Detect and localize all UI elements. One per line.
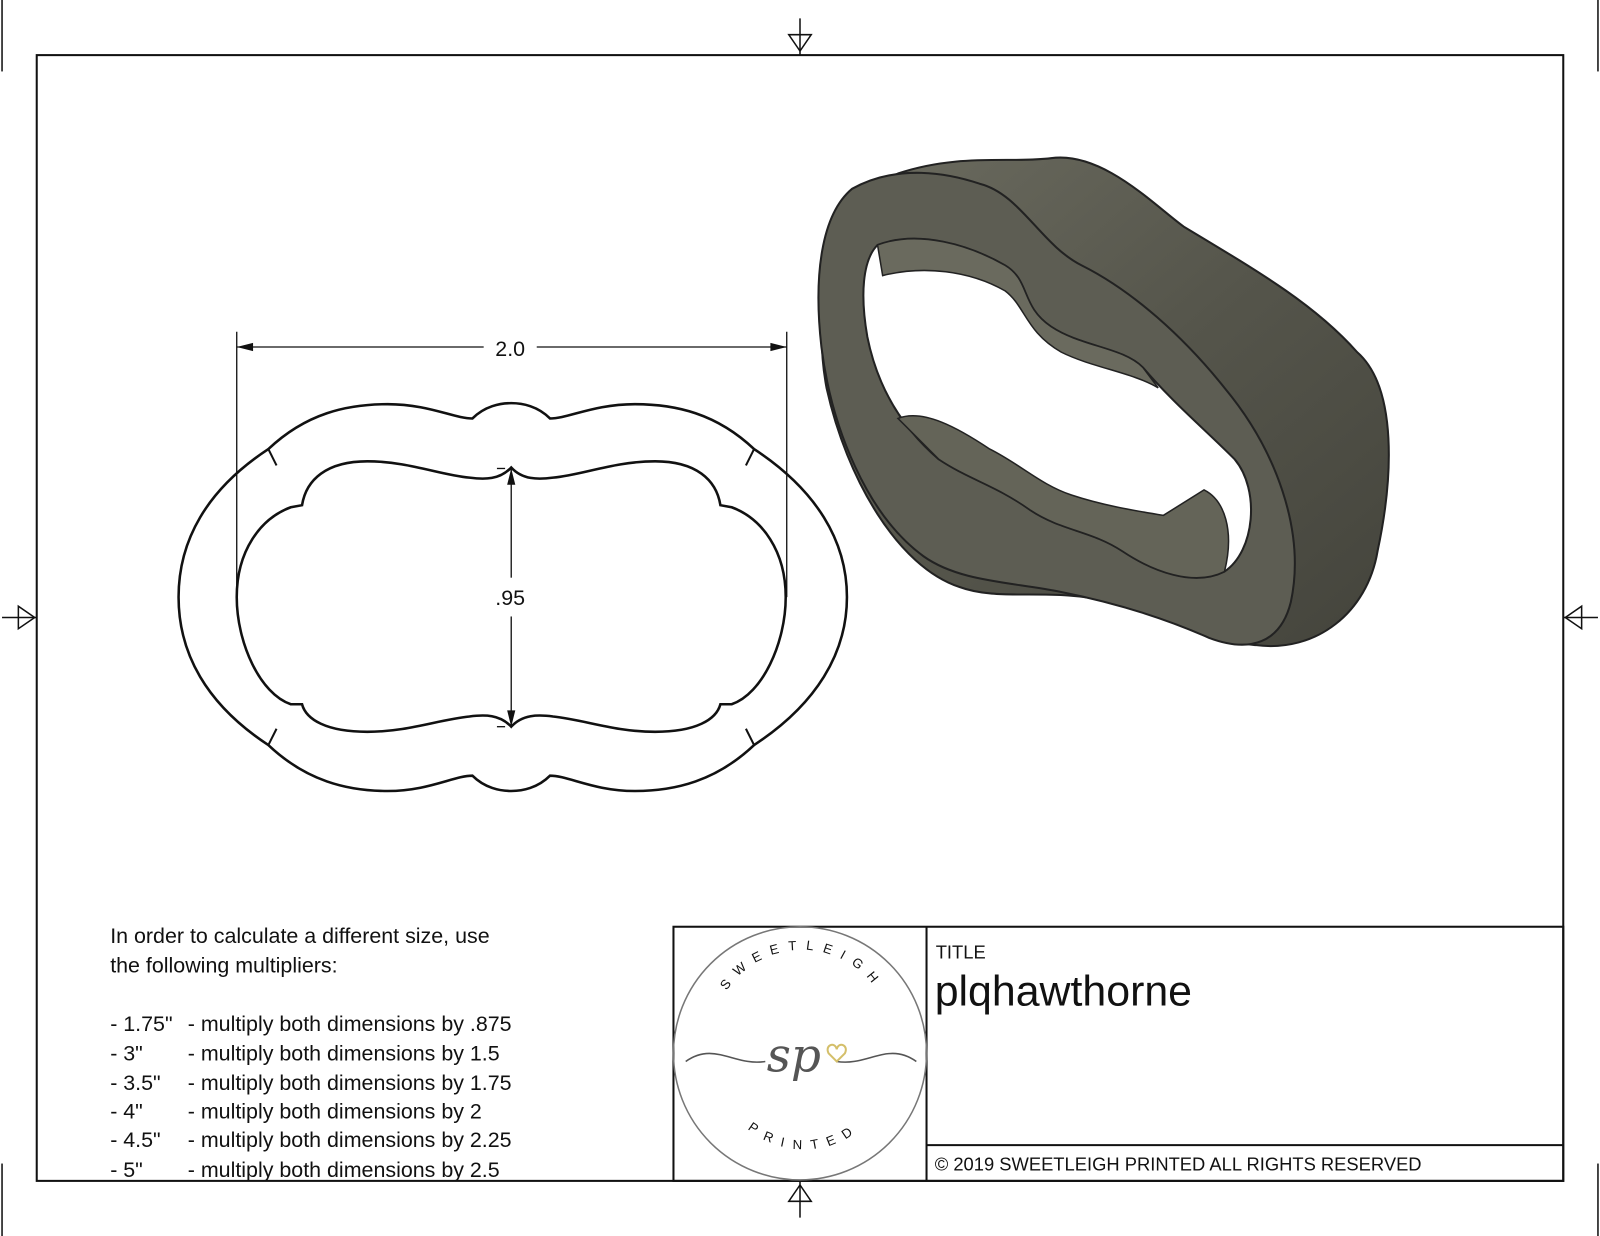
title-label: TITLE	[936, 941, 986, 962]
instructions-line-2: the following multipliers:	[110, 954, 337, 978]
svg-text:PRINTED: PRINTED	[746, 1119, 863, 1152]
logo-top-text: SWEETLEIGH	[717, 938, 878, 993]
multiplier-size: - 4.5"	[110, 1128, 160, 1152]
multiplier-text: - multiply both dimensions by 2.5	[188, 1158, 500, 1182]
multiplier-text: - multiply both dimensions by .875	[188, 1012, 512, 1036]
multiplier-size: - 5"	[110, 1158, 143, 1182]
multiplier-size: - 3.5"	[110, 1071, 160, 1095]
multiplier-size: - 3"	[110, 1041, 143, 1065]
heart-icon	[826, 1043, 847, 1063]
multiplier-text: - multiply both dimensions by 2.25	[188, 1128, 512, 1152]
sweetleigh-printed-logo: SWEETLEIGH PRINTED sp	[672, 925, 928, 1181]
drawing-title: plqhawthorne	[935, 967, 1192, 1015]
dimension-width: 2.0	[236, 331, 788, 598]
width-dimension-label: 2.0	[495, 337, 525, 361]
height-dimension-label: .95	[495, 586, 525, 610]
logo-bottom-text: PRINTED	[746, 1119, 854, 1152]
multiplier-size: - 1.75"	[110, 1012, 172, 1036]
multiplier-text: - multiply both dimensions by 1.75	[188, 1071, 512, 1095]
multiplier-text: - multiply both dimensions by 2	[188, 1100, 482, 1124]
size-instructions: In order to calculate a different size, …	[110, 924, 511, 1182]
cookie-cutter-3d-render	[817, 156, 1390, 648]
multiplier-list: - 1.75" - multiply both dimensions by .8…	[110, 1012, 511, 1182]
logo-monogram: sp	[767, 1029, 821, 1084]
copyright-notice: © 2019 SWEETLEIGH PRINTED ALL RIGHTS RES…	[935, 1154, 1422, 1175]
instructions-line-1: In order to calculate a different size, …	[110, 924, 489, 948]
svg-text:SWEETLEIGH: SWEETLEIGH	[717, 938, 887, 993]
dimension-height: .95	[495, 467, 525, 728]
multiplier-size: - 4"	[110, 1100, 143, 1124]
multiplier-text: - multiply both dimensions by 1.5	[188, 1041, 500, 1065]
